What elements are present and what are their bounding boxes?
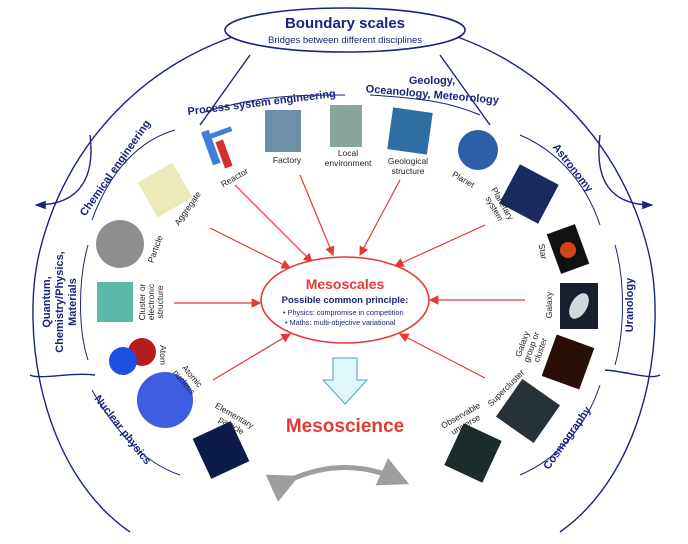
- bracket-process: [204, 94, 346, 113]
- label-local: Local: [338, 148, 358, 158]
- group-quantum-3: Materials: [67, 278, 79, 326]
- boundary-subtitle: Bridges between different disciplines: [268, 35, 422, 46]
- mesoscales-bullet-2: • Maths: multi-objective variational: [285, 318, 396, 327]
- red-arrows: [174, 174, 525, 381]
- mesoscales-subtitle: Possible common principle:: [282, 295, 409, 306]
- label-cluster-2: electronic: [146, 283, 156, 320]
- mesoscales-ellipse: [260, 256, 430, 344]
- down-arrow-icon: [321, 357, 369, 405]
- label-factory: Factory: [273, 155, 302, 165]
- group-quantum-2: Chemistry/Physics,: [54, 251, 66, 353]
- branch-line: [604, 369, 661, 378]
- atomic-nucleus-image: [137, 372, 193, 428]
- bracket-uranology: [614, 244, 623, 366]
- bracket-quantum: [80, 244, 89, 361]
- label-galaxy: Galaxy: [544, 291, 554, 318]
- label-cluster-3: structure: [155, 285, 165, 318]
- boundary-scales-ellipse: [224, 7, 466, 53]
- label-geo-2: structure: [391, 166, 424, 176]
- outer-arc-left: [32, 28, 257, 533]
- mesoscales-title: Mesoscales: [306, 276, 385, 292]
- label-particle: Particle: [146, 234, 165, 264]
- reactor-image: [201, 126, 233, 169]
- bracket-geology: [369, 94, 481, 116]
- atom-image: [109, 338, 156, 375]
- branch-line: [34, 134, 92, 210]
- particle-image: [96, 220, 144, 268]
- group-quantum: Quantum,: [41, 276, 53, 327]
- planet-image: [458, 130, 498, 170]
- bracket-chemical: [91, 129, 176, 221]
- planetary-system-image: [499, 164, 559, 224]
- bracket-astronomy: [519, 134, 601, 226]
- branch-line: [29, 373, 96, 378]
- elementary-particle-image: [192, 421, 250, 479]
- label-cluster: Cluster or: [137, 283, 147, 320]
- mesoscience-label: Mesoscience: [286, 416, 404, 437]
- group-uranology: Uranology: [624, 277, 636, 332]
- label-reactor: Reactor: [219, 166, 250, 190]
- group-process: Process system engineering: [187, 88, 337, 118]
- branch-line: [598, 134, 654, 210]
- label-geo: Geological: [388, 156, 428, 166]
- item-images: [96, 105, 598, 483]
- local-environment-image: [330, 105, 362, 147]
- label-atom: Atom: [158, 345, 168, 365]
- branch-line: [439, 54, 491, 126]
- bracket-nuclear: [91, 389, 181, 476]
- mesoscales-bullet-1: • Physics: compromise in competition: [283, 308, 404, 317]
- branch-line: [199, 54, 251, 126]
- cluster-structure-image: [97, 282, 133, 322]
- label-planet: Planet: [451, 169, 477, 190]
- group-geology: Geology,: [409, 75, 455, 87]
- boundary-title: Boundary scales: [285, 15, 405, 32]
- label-star: Star: [537, 243, 550, 260]
- bracket-cosmography: [519, 384, 601, 476]
- supercluster-image: [495, 378, 561, 444]
- factory-image: [265, 110, 301, 152]
- double-arrow-icon: [265, 458, 410, 502]
- galaxy-group-image: [541, 334, 595, 390]
- observable-universe-image: [444, 423, 502, 483]
- geological-structure-image: [387, 107, 433, 155]
- aggregate-image: [137, 162, 193, 218]
- label-local-2: environment: [325, 158, 372, 168]
- outer-arc-right: [433, 28, 656, 533]
